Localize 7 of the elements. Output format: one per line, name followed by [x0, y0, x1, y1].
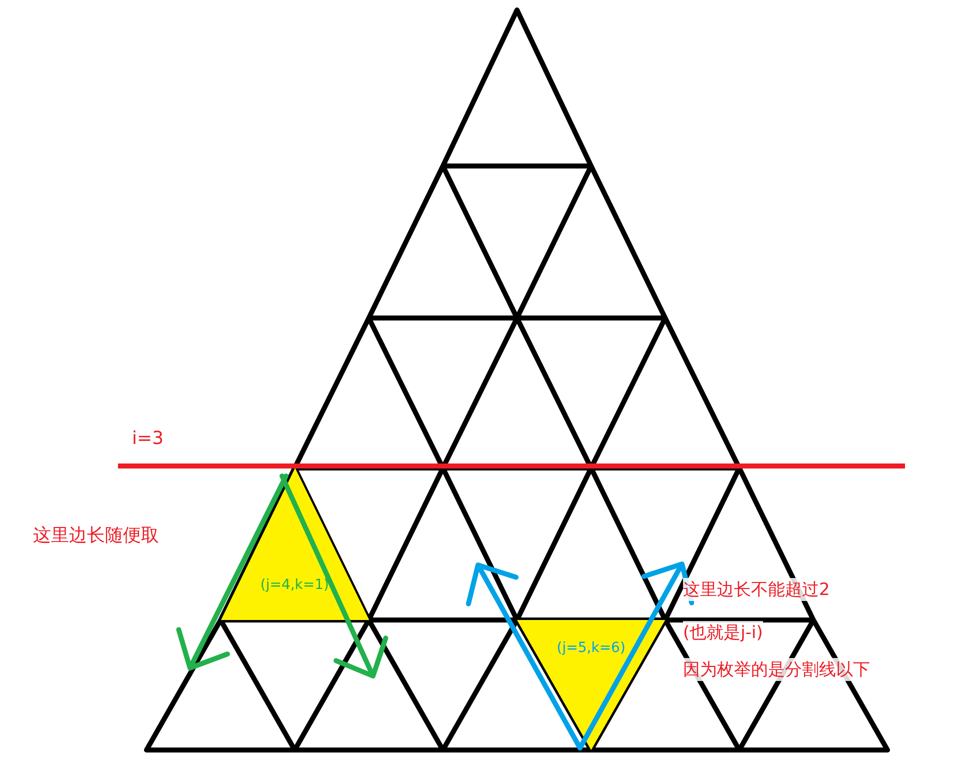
- coordinate-label: (j=5,k=6): [556, 640, 626, 656]
- annotation-text: 这里边长不能超过2: [683, 578, 830, 601]
- annotation-text: 因为枚举的是分割线以下: [683, 658, 870, 681]
- annotation-text: (也就是j-i): [683, 621, 763, 644]
- coordinate-label: (j=4,k=1): [260, 577, 330, 594]
- highlighted-triangle: [220, 468, 369, 620]
- highlighted-triangle: [517, 620, 666, 750]
